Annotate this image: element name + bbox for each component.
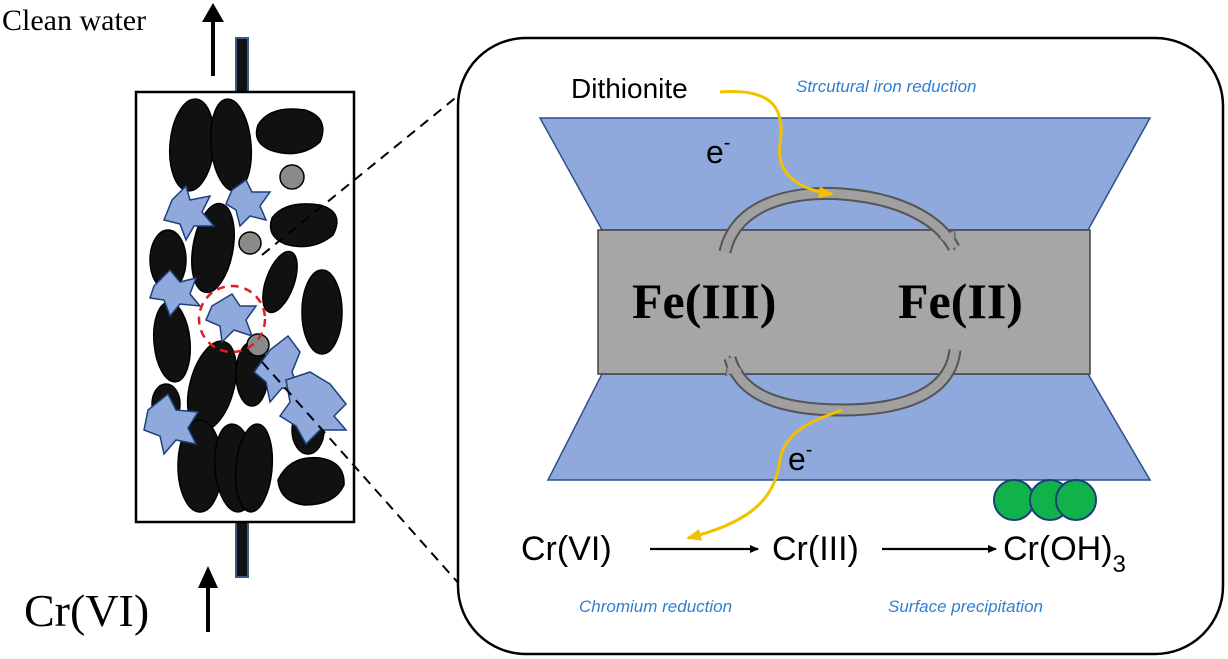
electron-bottom: e- — [788, 439, 812, 477]
outlet-label: Clean water — [2, 4, 146, 37]
zoom-highlight — [197, 284, 267, 354]
outlet-pipe — [235, 37, 249, 93]
inlet-label: Cr(VI) — [24, 585, 149, 636]
species-croh: Cr(OH)3 — [1003, 530, 1126, 578]
inlet-pipe — [235, 520, 249, 578]
fe3-label: Fe(III) — [632, 273, 776, 329]
species-cr3: Cr(III) — [772, 530, 859, 568]
zoom-line-top — [261, 81, 476, 256]
electron-arrow-top-icon — [719, 90, 834, 199]
column-particles — [143, 98, 348, 513]
precipitate-particles — [993, 479, 1097, 521]
outlet-arrow-icon — [202, 3, 224, 76]
caption-surface-precipitation: Surface precipitation — [888, 597, 1043, 616]
iron-core — [597, 229, 1091, 375]
species-cr6: Cr(VI) — [521, 530, 612, 568]
reductant-label: Dithionite — [571, 73, 688, 104]
clay-layer-top — [538, 117, 1152, 231]
electron-top: e- — [706, 132, 730, 170]
caption-chromium-reduction: Chromium reduction — [579, 597, 732, 616]
zoom-line-bottom — [261, 361, 485, 613]
electron-arrow-bottom-icon — [686, 408, 843, 541]
clay-layer-bottom — [546, 373, 1152, 481]
inlet-arrow-icon — [198, 566, 218, 632]
fe2-label: Fe(II) — [898, 273, 1023, 329]
reduction-caption: Strcutural iron reduction — [796, 77, 976, 96]
